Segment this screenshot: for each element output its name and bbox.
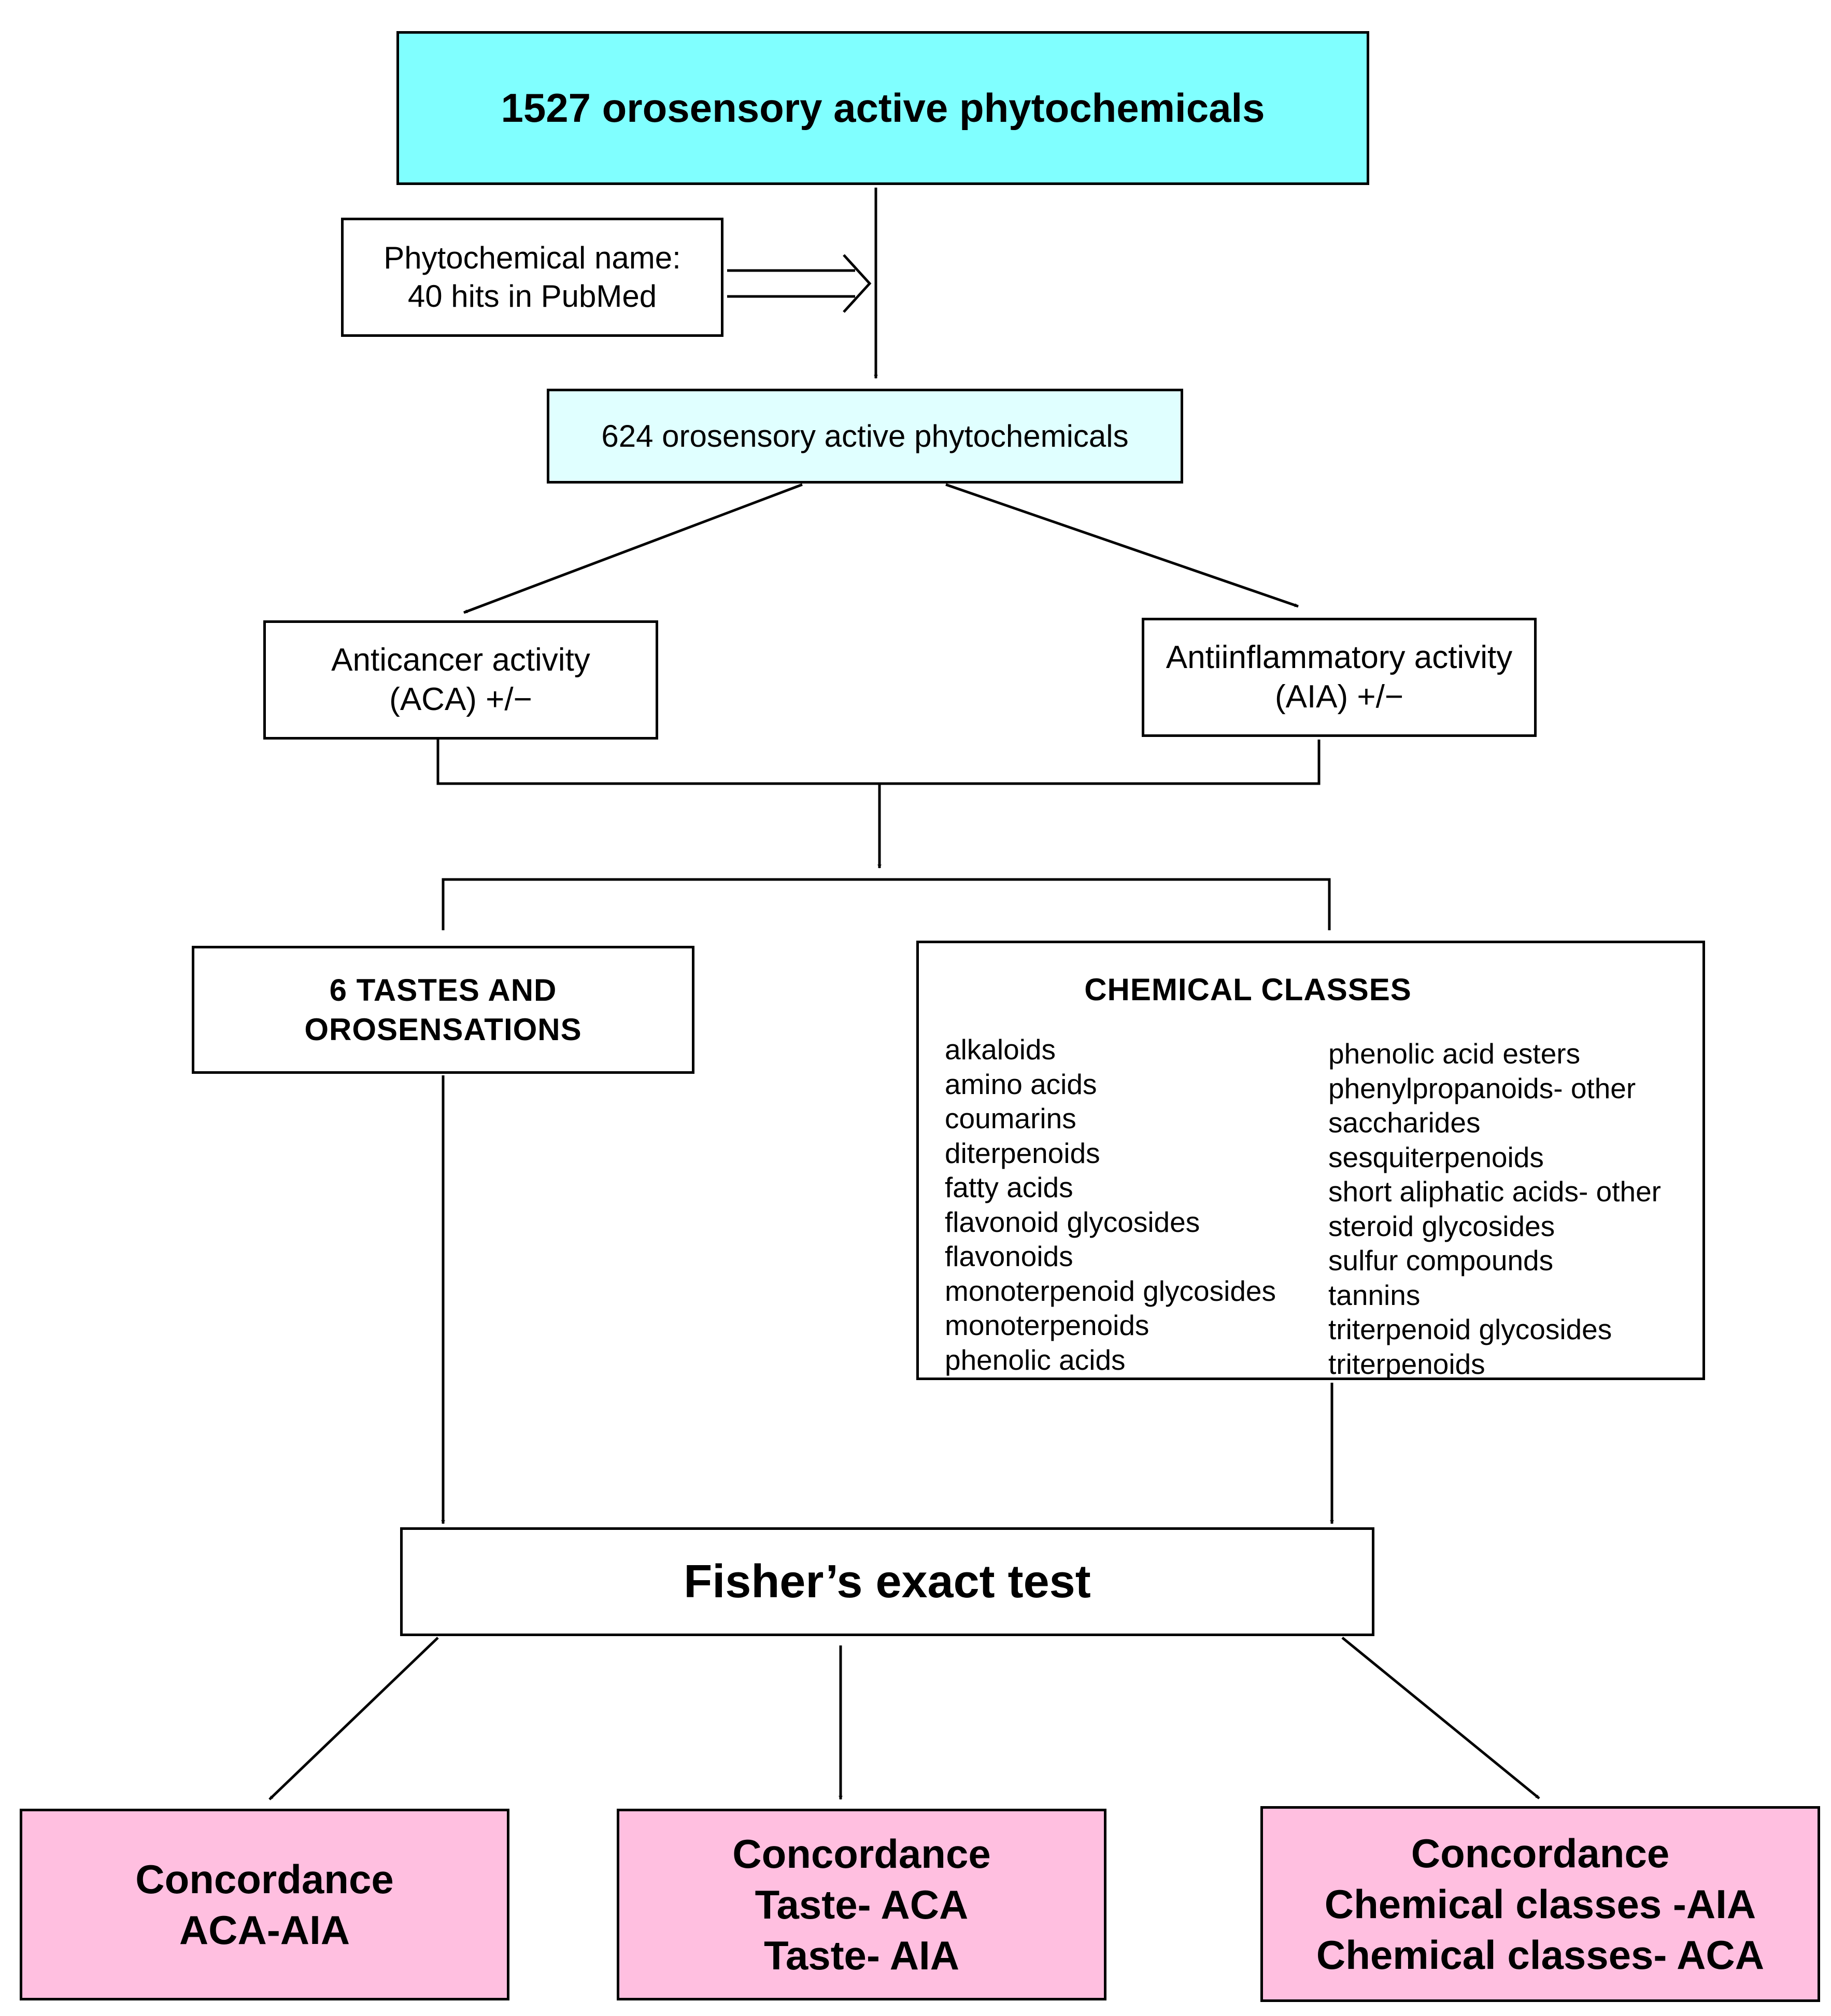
outcome-line: Concordance xyxy=(732,1831,991,1877)
chemical-class-item: steroid glycosides xyxy=(1328,1210,1555,1242)
tastes-line-1: 6 TASTES AND xyxy=(329,972,557,1007)
concordance-chemical-classes-box: Concordance Chemical classes -AIA Chemic… xyxy=(1260,1806,1820,2002)
filter-line-1: Phytochemical name: xyxy=(384,240,681,275)
chemical-classes-title: CHEMICAL CLASSES xyxy=(1084,972,1412,1007)
chemical-class-item: triterpenoids xyxy=(1328,1347,1485,1380)
chemical-class-item: diterpenoids xyxy=(945,1137,1100,1169)
anticancer-activity-box: Anticancer activity (ACA) +/− xyxy=(263,620,658,740)
outcome-line: Chemical classes- ACA xyxy=(1316,1932,1765,1978)
total-phytochemicals-label: 1527 orosensory active phytochemicals xyxy=(501,85,1265,131)
chemical-class-item: phenylpropanoids- other xyxy=(1328,1072,1636,1104)
merge-bracket xyxy=(436,740,1321,785)
chemical-class-item: flavonoids xyxy=(945,1240,1073,1272)
split-bracket xyxy=(442,878,1331,930)
chemical-class-item: amino acids xyxy=(945,1068,1097,1100)
chemical-classes-left-column: alkaloids amino acids coumarins diterpen… xyxy=(945,1032,1276,1377)
outcome-line: ACA-AIA xyxy=(179,1907,350,1953)
chemical-class-item: alkaloids xyxy=(945,1033,1056,1066)
outcome-line: Chemical classes -AIA xyxy=(1324,1881,1756,1927)
tastes-line-2: OROSENSATIONS xyxy=(304,1012,582,1047)
outcome-line: Concordance xyxy=(1411,1830,1670,1876)
filter-line-2: 40 hits in PubMed xyxy=(407,279,657,314)
outcome-line: Taste- AIA xyxy=(763,1933,960,1978)
chemical-class-item: monoterpenoid glycosides xyxy=(945,1274,1276,1307)
aca-line-2: (ACA) +/− xyxy=(389,682,532,717)
arrow-fisher-to-out3 xyxy=(1341,1637,1540,1799)
chemical-class-item: short aliphatic acids- other xyxy=(1328,1175,1661,1208)
chemical-class-item: monoterpenoids xyxy=(945,1309,1149,1341)
chemical-class-item: sesquiterpenoids xyxy=(1328,1141,1544,1173)
arrow-fisher-to-out1 xyxy=(268,1637,439,1800)
chemical-class-item: tannins xyxy=(1328,1279,1421,1311)
filtered-phytochemicals-label: 624 orosensory active phytochemicals xyxy=(601,419,1129,453)
antiinflammatory-activity-box: Antiinflammatory activity (AIA) +/− xyxy=(1142,618,1537,737)
fisher-test-label: Fisher’s exact test xyxy=(684,1555,1091,1608)
concordance-aca-aia-box: Concordance ACA-AIA xyxy=(20,1809,509,2000)
aia-line-1: Antiinflammatory activity xyxy=(1166,640,1513,675)
concordance-taste-box: Concordance Taste- ACA Taste- AIA xyxy=(617,1809,1106,2000)
pubmed-filter-box: Phytochemical name: 40 hits in PubMed xyxy=(341,218,723,337)
chemical-classes-box: CHEMICAL CLASSES alkaloids amino acids c… xyxy=(916,941,1705,1380)
aia-line-2: (AIA) +/− xyxy=(1274,679,1404,715)
total-phytochemicals-box: 1527 orosensory active phytochemicals xyxy=(396,31,1369,185)
chemical-class-item: fatty acids xyxy=(945,1171,1073,1203)
filter-arrow-head xyxy=(843,254,872,313)
chemical-class-item: saccharides xyxy=(1328,1106,1481,1139)
arrow-624-to-aia xyxy=(945,483,1299,608)
tastes-box: 6 TASTES AND OROSENSATIONS xyxy=(192,946,694,1074)
aca-line-1: Anticancer activity xyxy=(331,642,590,678)
arrow-624-to-aca xyxy=(463,483,803,614)
chemical-class-item: sulfur compounds xyxy=(1328,1244,1554,1276)
chemical-class-item: coumarins xyxy=(945,1102,1076,1134)
chemical-class-item: phenolic acid esters xyxy=(1328,1038,1581,1070)
chemical-class-item: flavonoid glycosides xyxy=(945,1205,1200,1238)
chemical-class-item: triterpenoid glycosides xyxy=(1328,1313,1612,1345)
outcome-line: Taste- ACA xyxy=(755,1882,969,1927)
fisher-test-box: Fisher’s exact test xyxy=(400,1527,1374,1636)
outcome-line: Concordance xyxy=(135,1856,394,1902)
chemical-classes-right-column: phenolic acid esters phenylpropanoids- o… xyxy=(1328,1037,1661,1381)
filtered-phytochemicals-box: 624 orosensory active phytochemicals xyxy=(547,389,1183,484)
chemical-class-item: phenolic acids xyxy=(945,1343,1126,1376)
